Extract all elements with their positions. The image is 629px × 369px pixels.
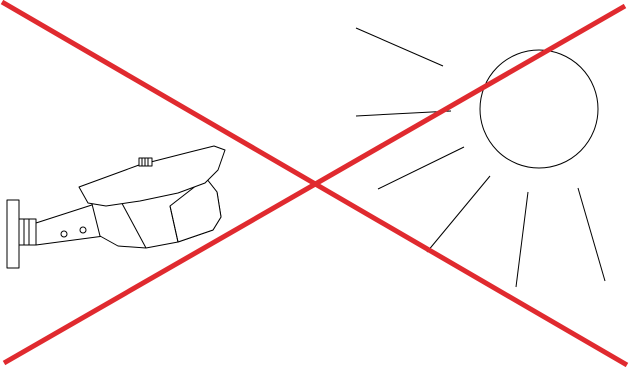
sun-ray: [378, 147, 464, 189]
sun-ray: [516, 192, 528, 287]
camera-wall-plate: [7, 200, 19, 268]
camera-mount-neck: [19, 219, 36, 245]
camera-bracket-screw: [61, 231, 67, 237]
sun-ray: [356, 28, 443, 66]
sun-ray: [427, 176, 490, 252]
camera-bracket-screw: [80, 227, 86, 233]
sun-icon: [356, 28, 605, 287]
security-camera-icon: [7, 146, 225, 268]
sun-disc: [480, 50, 598, 168]
sun-ray: [578, 188, 605, 281]
